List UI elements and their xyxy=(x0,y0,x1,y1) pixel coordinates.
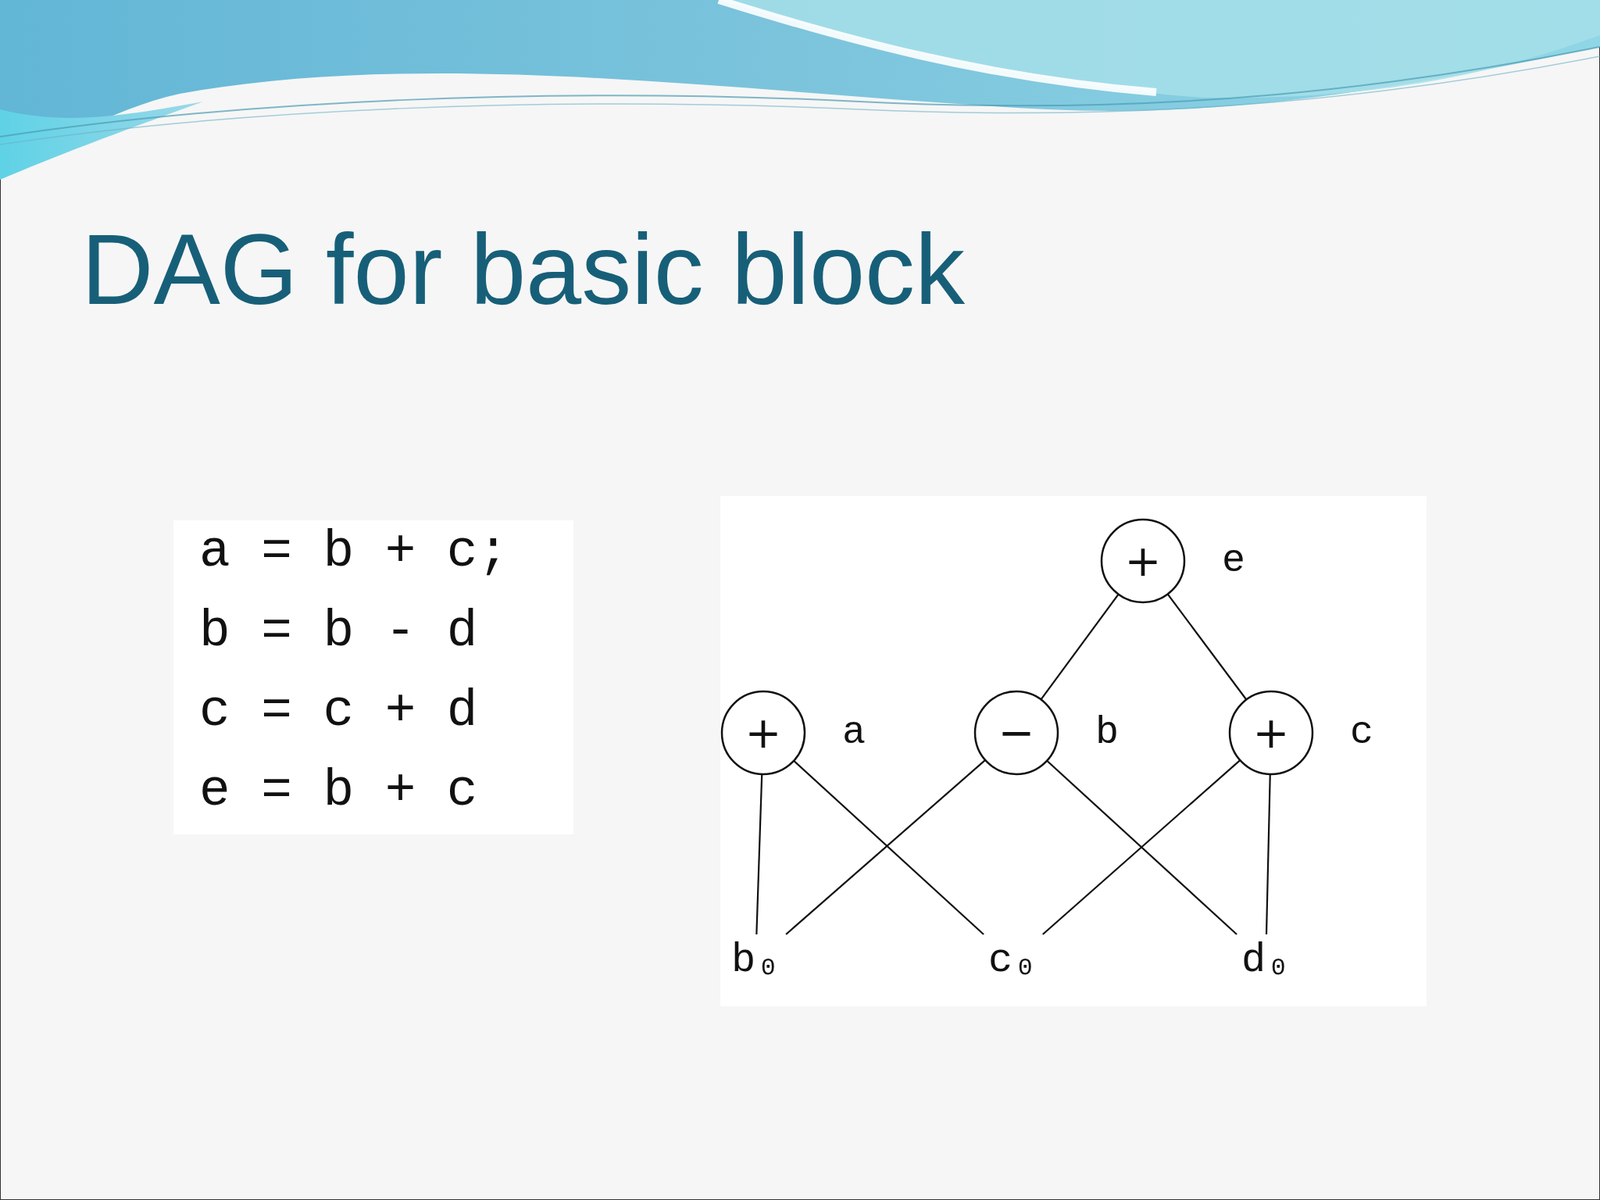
operator-node: −b xyxy=(973,689,1060,776)
edge-line xyxy=(756,774,762,935)
wave-highlight xyxy=(718,0,1157,93)
variable-label: c xyxy=(1350,713,1374,753)
variable-label: b xyxy=(1095,713,1119,753)
operator-cell: + xyxy=(1228,689,1315,776)
node-circle-outline xyxy=(1101,519,1185,603)
leaf-node: c₀ xyxy=(985,939,1040,983)
variable-label: a xyxy=(842,713,866,753)
node-circle-outline xyxy=(721,691,805,775)
wave-light xyxy=(718,0,1600,98)
operator-node: +c xyxy=(1228,689,1315,776)
edge-line xyxy=(1167,593,1247,700)
code-listing: a = b + c;b = b - dc = c + de = b + c xyxy=(199,512,509,832)
operator-cell: + xyxy=(720,689,807,776)
edge-line xyxy=(1266,774,1271,935)
edge-line xyxy=(1040,594,1118,700)
variable-label: e xyxy=(1221,541,1246,581)
wave-line xyxy=(0,46,1600,137)
dag-edge xyxy=(785,760,986,935)
dag-edge xyxy=(756,774,762,935)
operator-node: +e xyxy=(1100,517,1186,604)
dag-edge xyxy=(1167,593,1247,700)
operator-symbol: + xyxy=(745,710,783,755)
edge-line xyxy=(785,760,986,935)
initial-value: d₀ xyxy=(1241,937,1290,984)
initial-value: b₀ xyxy=(731,937,780,984)
leaf-node: d₀ xyxy=(1238,939,1293,983)
node-circle-outline xyxy=(975,691,1058,775)
dag-edge xyxy=(1042,760,1241,935)
dag-panel xyxy=(720,496,1427,1007)
initial-value: c₀ xyxy=(988,937,1037,984)
dag-edge xyxy=(1266,774,1271,935)
code-line: b = b - d xyxy=(199,592,509,672)
code-line: e = b + c xyxy=(199,751,509,832)
node-circle-outline xyxy=(1229,691,1313,775)
operator-symbol: + xyxy=(1125,539,1162,583)
wave-line xyxy=(0,56,1600,145)
operator-symbol: − xyxy=(998,710,1036,755)
leaf-node: b₀ xyxy=(728,939,783,983)
edge-line xyxy=(1042,760,1241,935)
operator-cell: + xyxy=(1100,517,1186,604)
operator-cell: − xyxy=(973,689,1060,776)
dag-edge xyxy=(1040,594,1118,700)
top-wave xyxy=(0,0,1600,180)
operator-node: +a xyxy=(720,689,807,776)
code-line: a = b + c; xyxy=(199,512,509,593)
slide-title: DAG for basic block xyxy=(81,210,965,329)
code-line: c = c + d xyxy=(199,671,509,752)
operator-symbol: + xyxy=(1253,710,1290,755)
